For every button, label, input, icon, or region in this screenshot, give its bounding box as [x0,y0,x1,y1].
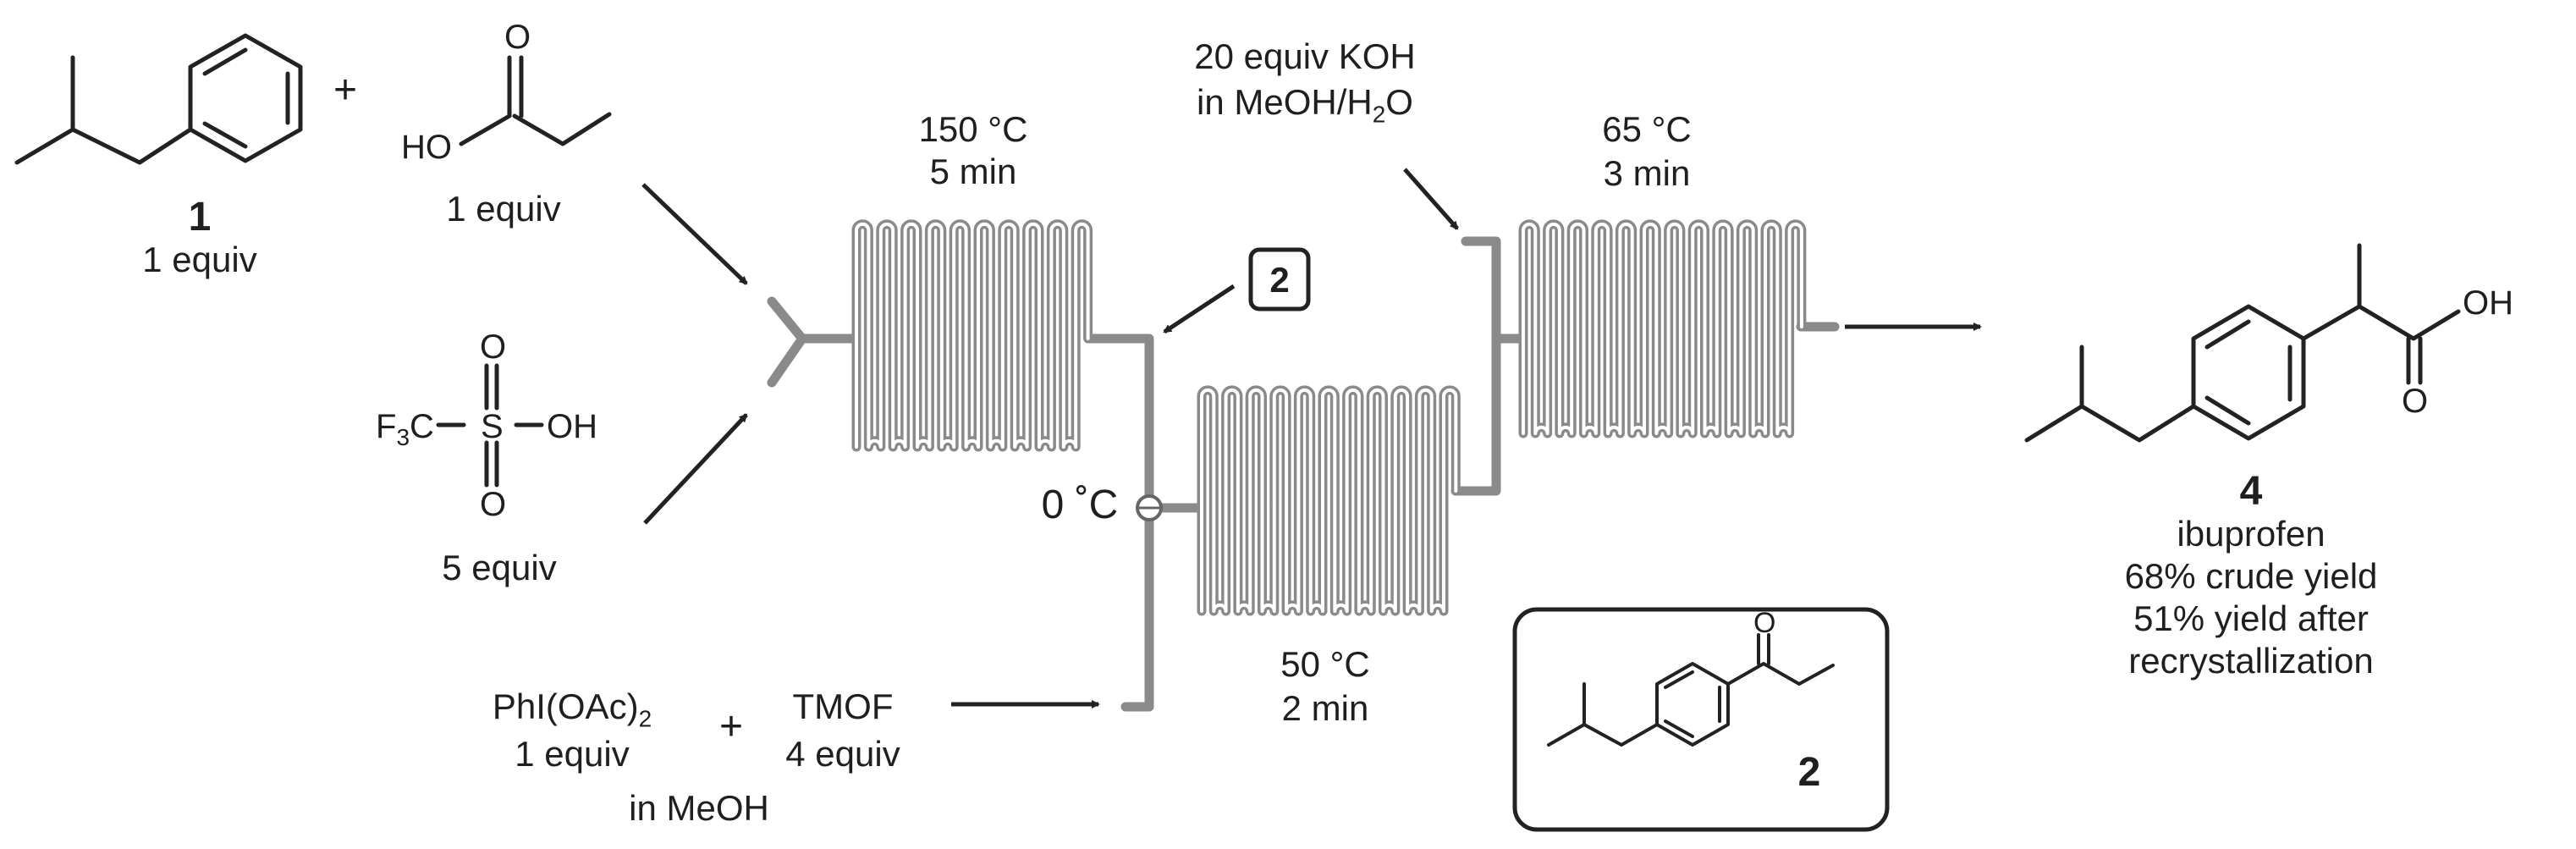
arrow-acid-feed [641,183,748,285]
base-line-1: 20 equiv KOH [1194,36,1416,76]
triflic-oh: OH [547,408,597,445]
cooling-temp: 0 ˚C [1041,482,1119,527]
reactor-1-coil [851,219,1093,452]
product-crude-yield: 68% crude yield [2124,556,2378,596]
tmof-equiv: 4 equiv [785,734,900,774]
reactor-2-temp: 50 °C [1280,644,1370,684]
compound-1-equiv: 1 equiv [142,240,257,279]
reactor-3-time: 3 min [1603,153,1691,193]
intermediate-2-label: 2 [1269,260,1290,300]
plus-sign-bottom: + [719,704,744,749]
triflic-f3c: F3C [376,408,434,450]
product-yield-line-2: recrystallization [2128,641,2374,681]
oxidant-formula: PhI(OAc)2 [492,686,652,732]
isobutylbenzene-structure [14,33,303,165]
acid-ho: HO [401,129,452,166]
triflic-s: S [481,408,504,445]
acid-carbonyl-o: O [504,19,531,56]
triflic-equiv: 5 equiv [442,548,557,587]
product-oh: OH [2463,284,2513,322]
product-yield-line-1: 51% yield after [2133,598,2369,638]
feed-arrows [641,168,1982,708]
inset-compound-number: 2 [1797,750,1821,795]
reactor-1-temp: 150 °C [918,109,1028,149]
arrow-intermediate-2 [1163,284,1236,334]
product-name: ibuprofen [2177,514,2326,554]
inset-carbonyl-o: O [1753,607,1776,639]
reactor-2-coil [1197,385,1461,616]
reactor-1-time: 5 min [929,152,1017,191]
triflic-acid-bonds [436,363,544,488]
arrow-triflic-feed [643,413,748,525]
compound-2-structure [1547,633,1835,747]
base-line-2: in MeOH/H2O [1197,82,1413,128]
arrow-koh-feed [1403,168,1459,230]
acid-equiv: 1 equiv [446,189,561,229]
triflic-o-top: O [480,328,507,366]
triflic-o-bottom: O [480,486,507,523]
y-mixer [767,296,807,388]
oxidant-equiv: 1 equiv [515,734,630,774]
inset-box [1512,607,1890,832]
oxidant-solvent: in MeOH [629,788,769,828]
reactor-2-time: 2 min [1281,688,1369,728]
compound-1-number: 1 [188,195,212,240]
reactor-3-coil [1518,219,1807,438]
reactor-3-temp: 65 °C [1602,109,1692,149]
plus-sign-top: + [333,68,358,113]
product-carbonyl-o: O [2402,383,2429,420]
propanoic-acid-structure [459,55,612,146]
tmof-name: TMOF [792,686,894,726]
ibuprofen-structure [2024,243,2461,443]
intermediate-2-box [1248,247,1311,311]
product-number: 4 [2239,469,2263,514]
